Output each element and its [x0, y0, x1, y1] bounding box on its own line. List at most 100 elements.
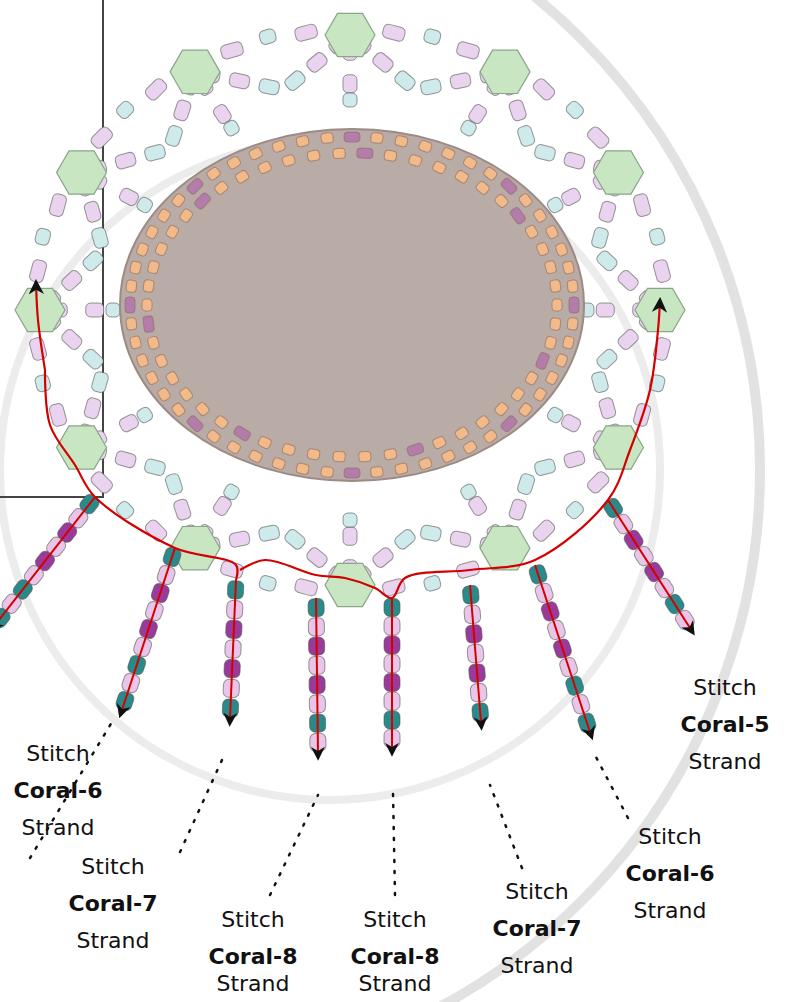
bead	[165, 371, 180, 386]
bead	[441, 449, 456, 463]
bead	[214, 414, 230, 429]
bead	[343, 513, 357, 527]
bead	[456, 41, 481, 60]
thread	[240, 300, 660, 598]
bead	[91, 371, 110, 394]
strand-name: Coral-5	[681, 713, 770, 737]
bead	[552, 299, 562, 311]
bead	[420, 524, 442, 542]
hex-bead	[57, 151, 107, 194]
bead	[591, 226, 610, 249]
bead	[518, 402, 533, 418]
bead	[555, 242, 568, 257]
bead	[136, 242, 149, 257]
bead	[459, 119, 478, 138]
bead	[394, 135, 408, 147]
leader-line	[180, 760, 222, 852]
bead	[91, 226, 110, 249]
bead	[420, 78, 442, 96]
bead	[307, 150, 321, 162]
bead	[83, 397, 102, 420]
bead	[585, 470, 610, 495]
bead	[596, 303, 614, 317]
instruction-text: Strand	[633, 899, 706, 923]
thread	[535, 565, 592, 738]
bead	[344, 468, 360, 478]
bead	[115, 99, 136, 120]
bead	[226, 155, 241, 170]
bead	[34, 227, 52, 246]
bead	[432, 160, 447, 174]
bead	[545, 370, 559, 385]
bead	[564, 500, 585, 521]
bead	[48, 193, 67, 218]
bead	[193, 192, 211, 211]
bead	[371, 546, 395, 570]
bead	[462, 440, 477, 455]
bead	[186, 177, 204, 195]
bead	[333, 148, 346, 159]
bead	[305, 546, 329, 570]
bead	[173, 498, 193, 521]
bead	[233, 425, 252, 442]
bead	[173, 99, 193, 122]
bead	[60, 328, 84, 352]
watermark	[0, 0, 760, 1002]
bead	[144, 458, 167, 477]
bead	[296, 135, 310, 147]
bead	[157, 208, 172, 223]
bead	[652, 259, 671, 284]
bead	[449, 530, 471, 548]
bead	[432, 435, 447, 449]
bead	[179, 387, 194, 403]
bead	[545, 225, 559, 240]
bead	[524, 224, 539, 239]
hex-bead	[57, 426, 107, 469]
thread	[230, 580, 236, 724]
bead	[562, 335, 574, 349]
bead	[179, 208, 194, 224]
thread	[608, 500, 693, 633]
bead	[441, 147, 456, 161]
bead	[516, 472, 536, 495]
bead	[449, 72, 471, 90]
bead	[28, 259, 47, 284]
bead	[136, 353, 149, 368]
bead	[171, 402, 186, 418]
bead	[144, 143, 167, 162]
fringe	[0, 492, 696, 758]
bead	[536, 242, 550, 257]
strand-name: Coral-6	[626, 862, 715, 886]
bead	[563, 151, 586, 170]
bead	[384, 150, 398, 162]
hex-bead	[15, 288, 65, 331]
bead	[500, 177, 518, 195]
bead	[393, 528, 417, 552]
bead	[550, 317, 561, 330]
instruction-text: Stitch	[505, 880, 568, 904]
bead	[228, 72, 250, 90]
bead	[343, 75, 357, 93]
strand-name: Coral-8	[209, 945, 298, 969]
bead	[418, 457, 433, 470]
bead	[234, 169, 249, 184]
bead	[214, 180, 230, 195]
bead	[321, 132, 334, 143]
bead	[294, 578, 319, 597]
bead	[222, 119, 241, 138]
bead	[164, 124, 184, 147]
bead	[648, 227, 666, 246]
bead	[475, 180, 491, 195]
hex-bead	[325, 13, 375, 56]
bead	[567, 280, 578, 293]
bead	[114, 151, 137, 170]
bead	[595, 249, 619, 273]
instruction-text: Stitch	[81, 855, 144, 879]
bead	[459, 482, 478, 501]
bead	[248, 147, 263, 161]
bead	[258, 28, 277, 46]
hex-bead	[170, 50, 220, 93]
bead	[294, 23, 319, 42]
bead	[483, 166, 499, 181]
